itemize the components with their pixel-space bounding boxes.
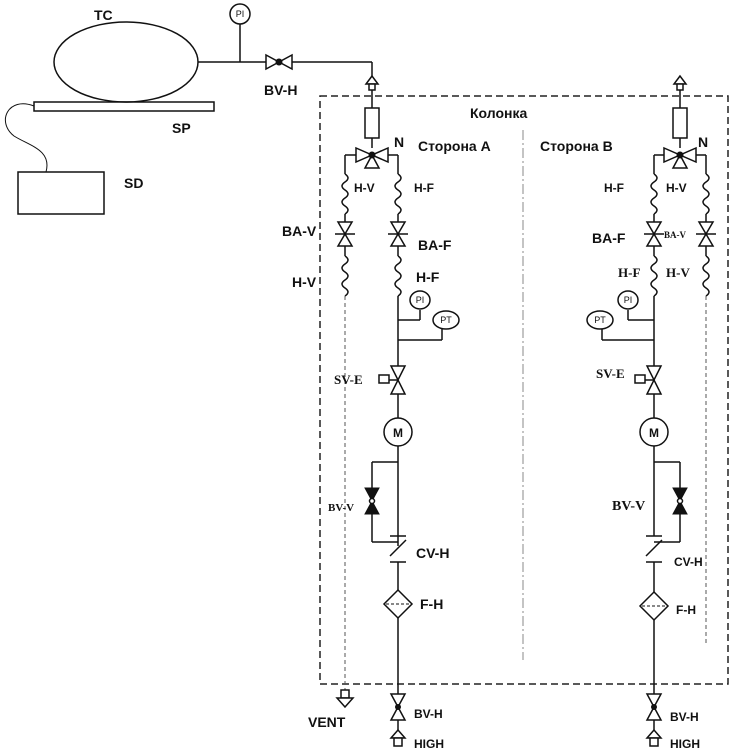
f-h-label-a: F-H (420, 596, 443, 612)
pressure-indicator-a: PI (409, 290, 431, 310)
solenoid-valve-a (378, 365, 407, 395)
ba-valve-f-b (644, 221, 664, 247)
flex-hose-hv-b-upper (702, 173, 710, 215)
high-label-a: HIGH (414, 737, 444, 751)
side-b-title: Сторона В (540, 138, 613, 154)
ball-valve-bypass-a (364, 487, 380, 515)
inlet-filter-b (672, 107, 688, 139)
svg-text:PT: PT (440, 315, 452, 325)
driver-sd (17, 171, 105, 215)
pressure-transmitter-a: PT (432, 310, 460, 330)
flex-hose-hf-b-lower (650, 255, 658, 297)
bv-h-label-a: BV-H (414, 707, 443, 721)
hf-label-b-upper: H-F (604, 181, 624, 195)
svg-text:PI: PI (624, 295, 633, 305)
three-way-valve-b (663, 146, 697, 169)
arrow-down-icon (335, 689, 355, 709)
flex-hose-hv-b-lower (702, 255, 710, 297)
ba-f-label-b: BA-F (592, 230, 626, 246)
f-h-label-b: F-H (676, 603, 696, 617)
motor-b: M (639, 417, 669, 447)
hv-label-a-upper: H-V (354, 181, 375, 195)
hv-label-b-lower: H-V (666, 265, 690, 280)
bv-v-label-a: BV-V (328, 502, 354, 514)
pressure-indicator-top: PI (229, 3, 251, 25)
ba-f-label-a: BA-F (418, 237, 452, 253)
sv-e-label-a: SV-E (334, 372, 363, 387)
ba-v-label-b: BA-V (664, 230, 686, 240)
ball-valve-bypass-b (672, 487, 688, 515)
column-title: Колонка (470, 105, 527, 121)
ba-valve-v-a (335, 221, 355, 247)
ba-v-label-a: BA-V (282, 223, 317, 239)
arrow-up-icon-b (645, 728, 663, 747)
check-valve-b (645, 535, 663, 563)
ba-valve-v-b (696, 221, 716, 247)
pressure-indicator-b: PI (617, 290, 639, 310)
ba-valve-f-a (388, 221, 408, 247)
flex-hose-hv-a-lower (341, 255, 349, 297)
flex-hose-hf-b-upper (650, 173, 658, 215)
ball-valve-inlet-b (645, 693, 663, 721)
svg-text:M: M (649, 426, 659, 440)
flex-hose-hf-a-lower (394, 255, 402, 297)
plate-sp (33, 101, 215, 112)
hv-label-a-lower: H-V (292, 274, 317, 290)
svg-text:M: M (393, 426, 403, 440)
check-valve-a (389, 535, 407, 563)
cv-h-label-b: CV-H (674, 555, 703, 569)
svg-text:PT: PT (594, 315, 606, 325)
high-label-b: HIGH (670, 737, 700, 751)
arrow-up-icon-a (389, 728, 407, 747)
column-boundary (319, 95, 729, 685)
ball-valve-header-label: BV-H (264, 82, 297, 98)
tank-tc (53, 21, 199, 103)
hf-label-a-upper: H-F (414, 181, 434, 195)
valve-n-label-a: N (394, 134, 404, 150)
hv-label-b-upper: H-V (666, 181, 687, 195)
side-a-title: Сторона А (418, 138, 491, 154)
hf-label-a-lower: H-F (416, 269, 440, 285)
svg-text:PI: PI (416, 295, 425, 305)
inlet-filter-a (364, 107, 380, 139)
solenoid-valve-b (634, 365, 663, 395)
flex-hose-hf-a-upper (394, 173, 402, 215)
three-way-valve-a (355, 146, 389, 169)
driver-label: SD (124, 175, 143, 191)
cv-h-label-a: CV-H (416, 545, 449, 561)
filter-b (638, 590, 670, 622)
tank-label: TC (94, 7, 113, 23)
valve-n-label-b: N (698, 134, 708, 150)
sv-e-label-b: SV-E (596, 366, 625, 381)
svg-text:PI: PI (236, 9, 245, 19)
plate-label: SP (172, 120, 191, 136)
arrow-up-icon-b-top (672, 74, 688, 91)
bv-h-label-b: BV-H (670, 710, 699, 724)
filter-a (382, 588, 414, 620)
hf-label-b-lower: H-F (618, 265, 640, 280)
pressure-transmitter-b: PT (586, 310, 614, 330)
motor-a: M (383, 417, 413, 447)
arrow-up-icon (364, 74, 380, 91)
vent-label: VENT (308, 714, 346, 730)
cable (4, 103, 48, 173)
ball-valve-header (265, 53, 293, 71)
flex-hose-hv-a-upper (341, 173, 349, 215)
bv-v-label-b: BV-V (612, 499, 645, 514)
ball-valve-inlet-a (389, 693, 407, 721)
